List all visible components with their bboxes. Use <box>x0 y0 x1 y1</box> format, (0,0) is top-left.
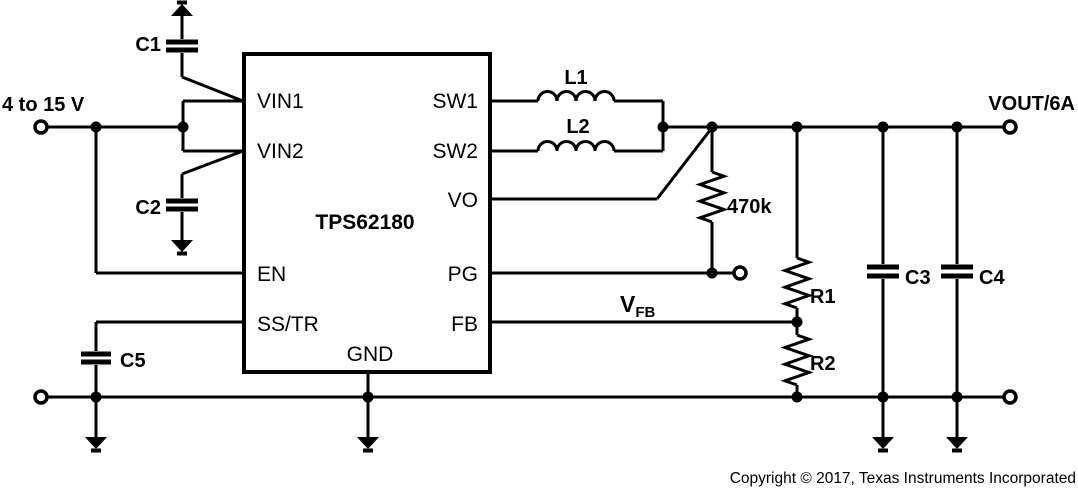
junction-dot <box>657 121 669 133</box>
vfb-label-main: V <box>620 291 636 317</box>
pin-label-fb: FB <box>451 313 478 336</box>
ic-box <box>242 52 492 374</box>
ic-tps62180: VIN1 VIN2 EN SS/TR SW1 SW2 VO PG FB GND … <box>242 52 492 374</box>
r2-zigzag-icon <box>780 333 814 387</box>
pin-label-gnd: GND <box>347 343 394 366</box>
pin-label-sw1: SW1 <box>432 90 478 113</box>
l1-label: L1 <box>564 67 587 89</box>
junction-dot <box>177 121 189 133</box>
terminal-vout <box>1002 119 1018 135</box>
l2-coil-icon <box>536 140 616 152</box>
ground-down-icon <box>357 437 379 449</box>
vfb-label-sub: FB <box>635 304 655 321</box>
junction-dot <box>877 391 889 403</box>
terminal-pg <box>732 265 748 281</box>
capacitor-c1 <box>166 0 244 103</box>
terminal-gnd-left <box>33 389 49 405</box>
pullup-value-label: 470k <box>727 196 772 218</box>
junction-dot <box>951 121 963 133</box>
l2-label: L2 <box>566 116 589 138</box>
copyright-text: Copyright © 2017, Texas Instruments Inco… <box>730 470 1076 487</box>
gnd-pin-branch <box>357 372 379 453</box>
pin-label-pg: PG <box>448 263 478 286</box>
vfb-label: VFB <box>620 291 656 321</box>
c3-label: C3 <box>905 267 931 289</box>
pg-pullup-resistor <box>490 127 734 275</box>
wire-c2-diagonal <box>181 149 244 176</box>
junction-dot <box>90 121 102 133</box>
capacitor-c2 <box>166 149 244 256</box>
resistor-r1 <box>780 127 814 322</box>
terminal-input <box>33 119 49 135</box>
r2-label: R2 <box>810 353 836 375</box>
ground-up-icon <box>171 4 193 16</box>
vo-branch <box>490 128 713 201</box>
pullup-zigzag-icon <box>695 170 729 224</box>
junction-dot <box>791 391 803 403</box>
junction-dot <box>706 267 718 279</box>
c4-label: C4 <box>979 267 1005 289</box>
capacitor-c5 <box>81 351 111 453</box>
pin-label-sw2: SW2 <box>432 140 478 163</box>
r1-zigzag-icon <box>780 256 814 310</box>
junction-dots <box>90 121 963 403</box>
junction-dot <box>951 391 963 403</box>
junction-dot <box>791 316 803 328</box>
terminals <box>33 119 1018 405</box>
labels: 4 to 15 V VOUT/6A C1 C2 C5 L1 L2 470k R1… <box>2 34 1075 375</box>
c1-label: C1 <box>135 34 161 56</box>
pin-label-vo: VO <box>448 189 478 212</box>
wire-vo-diagonal <box>655 128 713 200</box>
ic-part-number: TPS62180 <box>315 211 414 234</box>
junction-dot <box>791 121 803 133</box>
input-voltage-label: 4 to 15 V <box>2 94 85 116</box>
capacitor-c4 <box>941 127 973 453</box>
ground-down-icon <box>85 437 107 449</box>
pin-label-vin2: VIN2 <box>257 140 304 163</box>
r1-label: R1 <box>810 286 836 308</box>
junction-dot <box>706 121 718 133</box>
c5-label: C5 <box>120 350 146 372</box>
resistor-r2 <box>780 322 814 397</box>
ground-down-icon <box>872 437 894 449</box>
c2-label: C2 <box>135 197 161 219</box>
junction-dot <box>362 391 374 403</box>
ground-down-icon <box>946 437 968 449</box>
capacitor-c3 <box>867 127 899 453</box>
ground-down-icon <box>171 240 193 252</box>
inductor-l1 <box>490 90 665 127</box>
terminal-gnd-right <box>1002 389 1018 405</box>
output-voltage-label: VOUT/6A <box>988 93 1075 115</box>
junction-dot <box>877 121 889 133</box>
wire-c1-diagonal <box>181 75 244 103</box>
pin-label-sstr: SS/TR <box>257 313 319 336</box>
input-wires <box>47 99 243 439</box>
pin-label-en: EN <box>257 263 286 286</box>
l1-coil-icon <box>536 90 616 102</box>
pin-label-vin1: VIN1 <box>257 90 304 113</box>
junction-dot <box>90 391 102 403</box>
